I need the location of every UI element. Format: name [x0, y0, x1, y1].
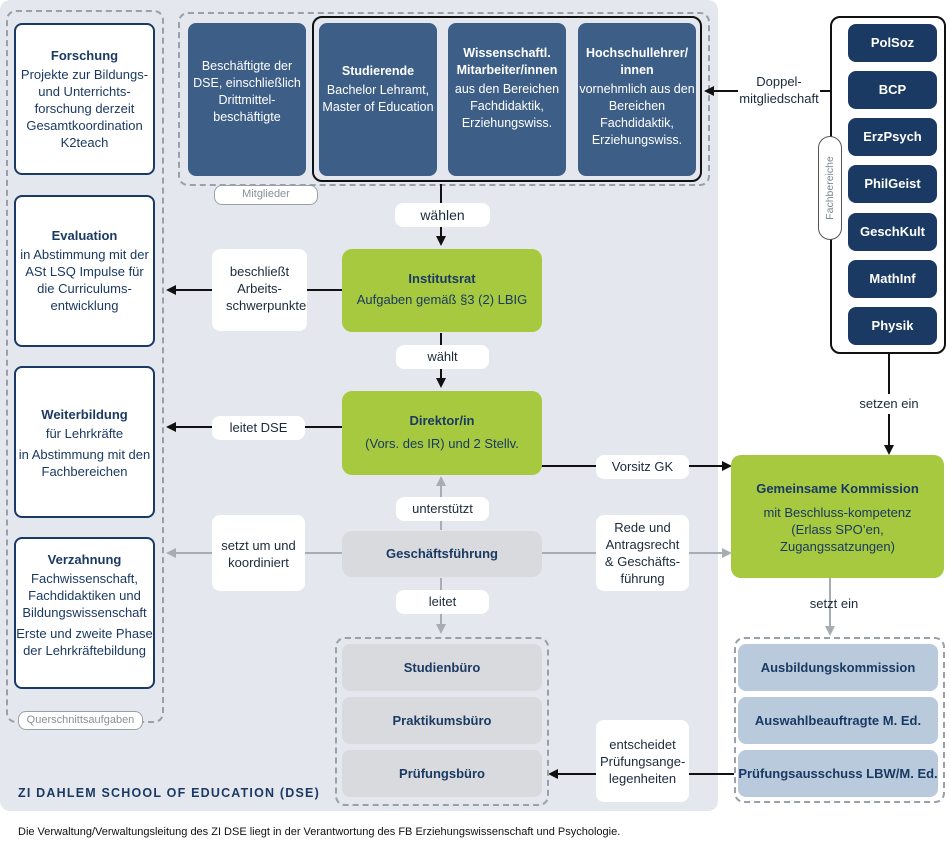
- staff-text: Beschäftigte der DSE, einschließlich Dri…: [193, 59, 301, 124]
- evaluation-text: in Abstimmung mit der ASt LSQ Impulse fü…: [20, 247, 149, 313]
- research-staff-text: aus den Bereichen Fachdidaktik, Erziehun…: [454, 82, 560, 130]
- voting-members-frame: [312, 16, 702, 182]
- integration-text-2: Erste und zweite Phase der Lehrkräftebil…: [16, 626, 153, 658]
- label-setzen-ein: setzen ein: [846, 394, 932, 414]
- school-name: ZI DAHLEM SCHOOL OF EDUCATION (DSE): [18, 786, 320, 800]
- training-text-2: in Abstimmung mit den Fachbereichen: [18, 447, 151, 479]
- training-box: Weiterbildung für Lehrkräfte in Abstimmu…: [14, 366, 155, 518]
- faculty-physik: Physik: [848, 307, 937, 345]
- research-staff-box: Wissenschaftl. Mitarbeiter/innen aus den…: [448, 23, 566, 176]
- label-beschliesst: beschließt Arbeits-schwerpunkte: [212, 249, 307, 331]
- faculty-bcp: BCP: [848, 71, 937, 109]
- evaluation-box: Evaluation in Abstimmung mit der ASt LSQ…: [14, 195, 155, 347]
- label-waehlt: wählt: [396, 345, 489, 369]
- institutsrat-title: Institutsrat: [408, 271, 476, 286]
- faculties-label-pill: Fachbereiche: [818, 136, 842, 240]
- faculty-erzpsych: ErzPsych: [848, 118, 937, 156]
- label-doppelmitgliedschaft: Doppel-mitgliedschaft: [738, 73, 820, 113]
- research-staff-title: Wissenschaftl. Mitarbeiter/innen: [456, 46, 558, 77]
- students-title: Studierende: [341, 64, 415, 78]
- joint-commission-title: Gemeinsame Kommission: [756, 481, 919, 496]
- integration-box: Verzahnung Fachwissenschaft, Fachdidakti…: [14, 537, 155, 689]
- label-setzt-um: setzt um und koordiniert: [212, 515, 305, 591]
- label-vorsitz: Vorsitz GK: [596, 455, 689, 479]
- institutsrat-box: Institutsrat Aufgaben gemäß §3 (2) LBIG: [342, 249, 542, 332]
- faculty-mathinf: MathInf: [848, 260, 937, 298]
- label-leitet-dse: leitet DSE: [212, 416, 305, 440]
- office-pruefungsbuero: Prüfungsbüro: [342, 750, 542, 797]
- committee-auswahl: Auswahlbeauftragte M. Ed.: [738, 697, 938, 744]
- professors-title: Hochschullehrer/ innen: [585, 46, 689, 77]
- label-entscheidet: entscheidet Prüfungsange-legenheiten: [596, 720, 689, 802]
- integration-title: Verzahnung: [47, 552, 122, 567]
- label-rede: Rede und Antragsrecht & Geschäfts-führun…: [596, 515, 689, 591]
- cross-tasks-tag: Querschnittsaufgaben: [18, 711, 143, 730]
- faculty-geschkult: GeschKult: [848, 213, 937, 251]
- students-box: Studierende Bachelor Lehramt, Master of …: [319, 23, 437, 176]
- label-waehlen: wählen: [395, 203, 490, 227]
- office-praktikumsbuero: Praktikumsbüro: [342, 697, 542, 744]
- director-title: Direktor/in: [409, 413, 475, 428]
- committee-ausbildung: Ausbildungskommission: [738, 644, 938, 691]
- label-unterstuetzt: unterstützt: [396, 497, 489, 521]
- footer-note: Die Verwaltung/Verwaltungsleitung des ZI…: [18, 826, 621, 838]
- director-text: (Vors. des IR) und 2 Stellv.: [365, 436, 519, 451]
- training-text: für Lehrkräfte: [45, 426, 124, 441]
- label-leitet: leitet: [396, 590, 489, 614]
- staff-box: Beschäftigte der DSE, einschließlich Dri…: [188, 23, 306, 176]
- research-box: Forschung Projekte zur Bildungs- und Unt…: [14, 23, 155, 175]
- faculty-polsoz: PolSoz: [848, 24, 937, 62]
- institutsrat-text: Aufgaben gemäß §3 (2) LBIG: [356, 292, 528, 307]
- faculty-philgeist: PhilGeist: [848, 165, 937, 203]
- director-box: Direktor/in (Vors. des IR) und 2 Stellv.: [342, 391, 542, 475]
- management-box: Geschäftsführung: [342, 531, 542, 577]
- training-title: Weiterbildung: [41, 407, 128, 422]
- joint-commission-text: mit Beschluss-kompetenz (Erlass SPO’en, …: [763, 505, 912, 554]
- offices-frame: [335, 637, 549, 806]
- professors-text: vornehmlich aus den Bereichen Fachdidakt…: [579, 82, 695, 147]
- research-text: Projekte zur Bildungs- und Unterrichts-f…: [20, 67, 149, 150]
- members-frame: [178, 12, 710, 186]
- label-setzt-ein: setzt ein: [809, 596, 859, 611]
- committees-frame: [734, 637, 945, 803]
- committee-pruefung: Prüfungsausschuss LBW/M. Ed.: [738, 750, 938, 797]
- professors-box: Hochschullehrer/ innen vornehmlich aus d…: [578, 23, 696, 176]
- integration-text: Fachwissenschaft, Fachdidaktiken und Bil…: [22, 571, 147, 620]
- evaluation-title: Evaluation: [51, 228, 118, 243]
- office-studienbuero: Studienbüro: [342, 644, 542, 691]
- research-title: Forschung: [50, 48, 119, 63]
- students-text: Bachelor Lehramt, Master of Education: [322, 83, 434, 114]
- joint-commission-box: Gemeinsame Kommission mit Beschluss-komp…: [731, 455, 944, 578]
- members-tag: Mitglieder: [214, 185, 318, 205]
